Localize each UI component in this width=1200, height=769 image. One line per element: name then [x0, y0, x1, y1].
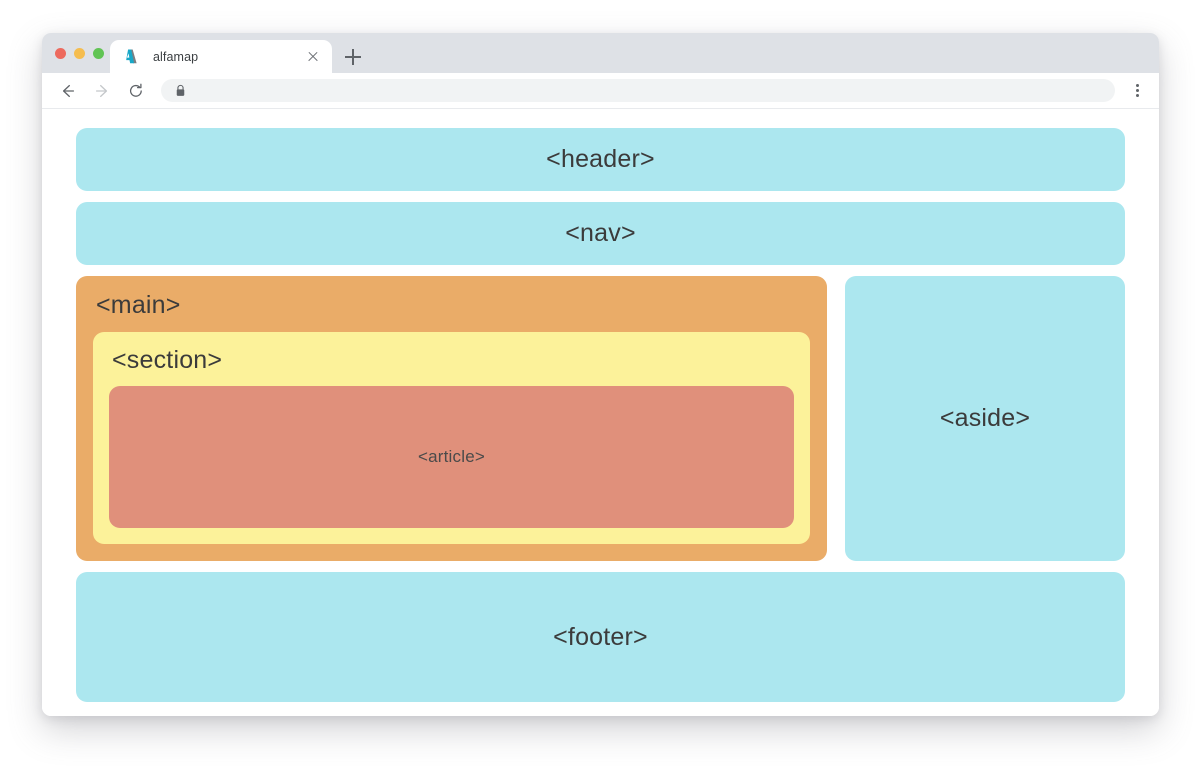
lock-icon — [176, 84, 185, 96]
nav-label: <nav> — [565, 219, 636, 247]
alfamap-logo-icon — [126, 49, 137, 64]
layout-middle-row: <main> <section> <article> <aside> — [76, 276, 1125, 561]
layout-block-header: <header> — [76, 128, 1125, 191]
section-label: <section> — [112, 346, 223, 374]
tab-title: alfamap — [153, 49, 199, 64]
forward-arrow-icon[interactable] — [89, 78, 115, 104]
page-viewport: <header> <nav> <main> <section> <article… — [42, 109, 1159, 716]
layout-block-section: <section> <article> — [93, 332, 810, 544]
layout-block-nav: <nav> — [76, 202, 1125, 265]
back-arrow-icon[interactable] — [55, 78, 81, 104]
article-label: <article> — [417, 447, 485, 466]
window-maximize-button[interactable] — [93, 48, 104, 59]
tab-strip: alfamap — [42, 33, 1159, 73]
browser-window: alfamap — [42, 33, 1159, 716]
window-minimize-button[interactable] — [74, 48, 85, 59]
main-label: <main> — [96, 291, 181, 319]
header-label: <header> — [546, 145, 655, 173]
close-icon[interactable] — [303, 47, 323, 67]
reload-icon[interactable] — [123, 78, 149, 104]
plus-icon[interactable] — [342, 46, 364, 68]
layout-block-footer: <footer> — [76, 572, 1125, 702]
layout-block-main: <main> <section> <article> — [76, 276, 827, 561]
layout-block-article: <article> — [109, 386, 794, 528]
browser-tab-active[interactable]: alfamap — [110, 40, 332, 73]
layout-block-aside: <aside> — [845, 276, 1125, 561]
footer-label: <footer> — [553, 622, 648, 651]
window-close-button[interactable] — [55, 48, 66, 59]
address-bar[interactable] — [161, 79, 1115, 102]
kebab-menu-icon[interactable] — [1124, 78, 1150, 104]
window-traffic-lights — [55, 48, 104, 59]
aside-label: <aside> — [939, 404, 1031, 432]
browser-toolbar — [42, 73, 1159, 109]
